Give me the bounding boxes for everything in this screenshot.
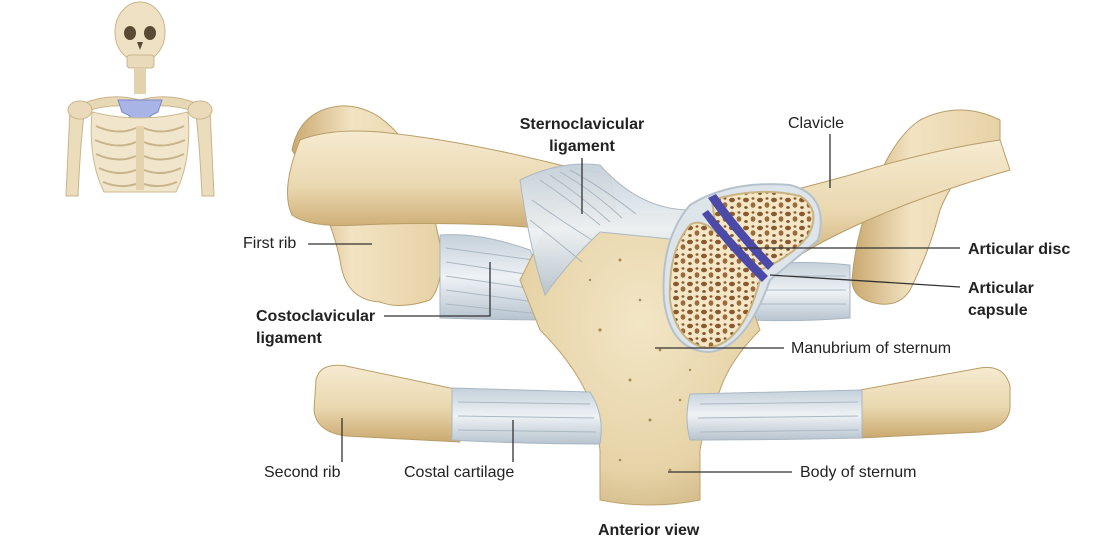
- label-second-rib: Second rib: [264, 464, 341, 481]
- label-sternoclavicular-line2: ligament: [549, 138, 615, 155]
- leader-lines: [308, 134, 961, 473]
- label-articular-capsule-line1: Articular: [968, 280, 1034, 297]
- main-illustration: [287, 105, 1011, 506]
- label-articular-capsule: Articular capsule: [968, 278, 1034, 322]
- label-costoclavicular-line2: ligament: [256, 330, 322, 347]
- label-sternoclavicular-ligament: Sternoclavicular ligament: [514, 114, 650, 158]
- caption-anterior-view: Anterior view: [598, 522, 700, 539]
- label-costoclavicular-line1: Costoclavicular: [256, 308, 376, 325]
- label-articular-capsule-line2: capsule: [968, 302, 1028, 319]
- label-body-of-sternum: Body of sternum: [800, 464, 917, 481]
- label-costoclavicular-ligament: Costoclavicular ligament: [256, 306, 375, 350]
- label-articular-disc: Articular disc: [968, 241, 1071, 258]
- label-manubrium: Manubrium of sternum: [791, 340, 952, 357]
- label-clavicle: Clavicle: [788, 115, 845, 132]
- label-costal-cartilage: Costal cartilage: [404, 464, 515, 481]
- skeleton-thumbnail: [58, 0, 222, 198]
- label-sternoclavicular-line1: Sternoclavicular: [519, 116, 645, 133]
- label-first-rib: First rib: [243, 235, 297, 252]
